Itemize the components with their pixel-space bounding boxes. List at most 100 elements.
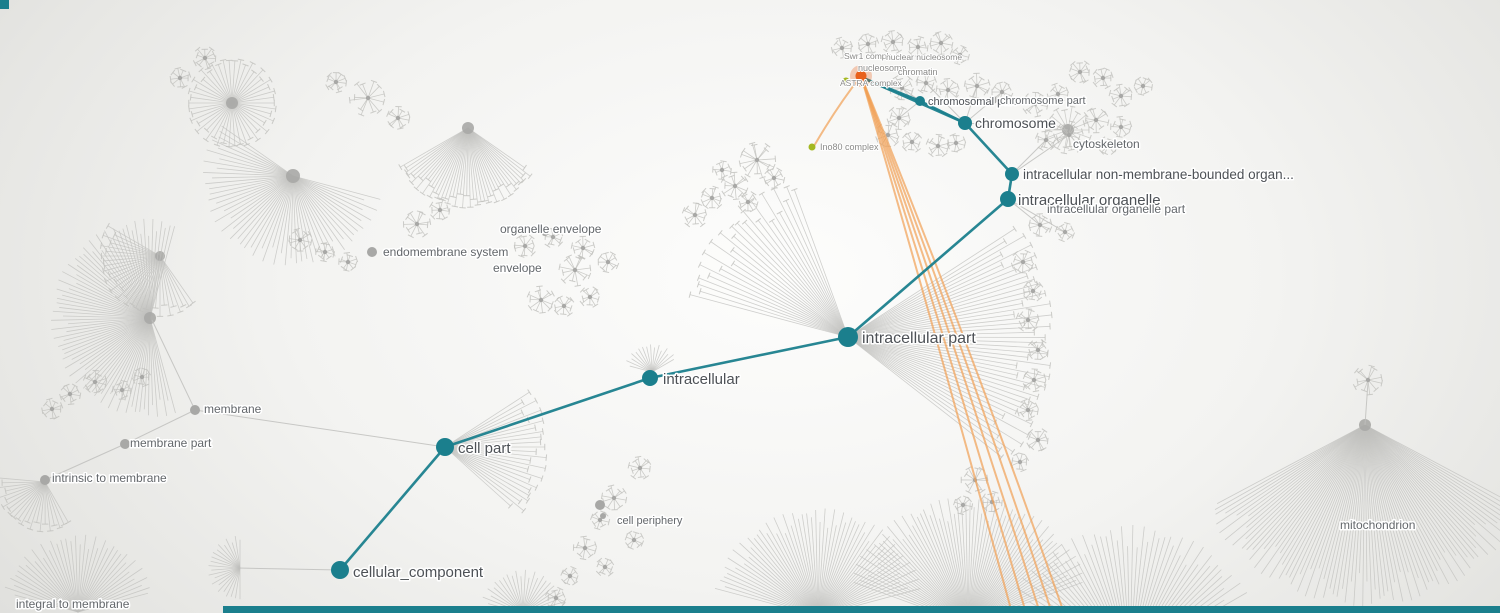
leaf-burst (386, 105, 411, 130)
label-membrane[interactable]: membrane (203, 401, 264, 418)
gray-fan (398, 122, 533, 209)
node-intracellular-non-membrane-bounded-organelle[interactable] (1005, 167, 1019, 181)
term-labels[interactable]: cellular_component cell part intracellular… (15, 50, 1417, 613)
gray-term-node[interactable] (40, 475, 50, 485)
gray-fan (688, 185, 849, 338)
label-nucleosome[interactable]: nucleosome (857, 62, 908, 74)
gray-edges (44, 82, 1369, 571)
gray-term-node[interactable] (600, 513, 606, 519)
leaf-burst (1023, 280, 1044, 302)
leaf-burst (738, 141, 777, 179)
leaf-burst (1022, 91, 1049, 118)
gray-fan-clusters (0, 58, 1500, 613)
label-endomembrane-system[interactable]: endomembrane system (382, 244, 510, 261)
teal-term-nodes[interactable] (331, 65, 1019, 579)
label-chromatin[interactable]: chromatin (897, 66, 939, 78)
highlighted-orange-edges (813, 75, 1065, 613)
leaf-burst (112, 379, 132, 400)
node-chromosome[interactable] (958, 116, 972, 130)
node-cell-part[interactable] (436, 438, 454, 456)
footer-bar (223, 606, 1500, 613)
label-astra-complex[interactable]: ASTRA complex (839, 77, 904, 89)
gray-term-node[interactable] (190, 405, 200, 415)
leaf-burst (558, 254, 592, 287)
gray-term-node[interactable] (595, 500, 605, 510)
node-chromosomal-part[interactable] (915, 96, 925, 106)
leaf-burst (1068, 60, 1090, 84)
node-astra-complex-node[interactable] (842, 77, 850, 85)
leaf-burst (1082, 107, 1110, 134)
leaf-burst (737, 191, 759, 213)
leaf-burst (963, 72, 991, 99)
leaf-burst (681, 202, 708, 228)
leaf-burst (315, 242, 336, 263)
leaf-burst (925, 133, 950, 158)
leaf-burst (1092, 67, 1114, 90)
label-cell-part[interactable]: cell part (457, 439, 513, 459)
leaf-burst (590, 510, 611, 531)
leaf-burst (991, 81, 1014, 104)
label-intrinsic-to-membrane[interactable]: intrinsic to membrane (51, 470, 169, 487)
label-intracellular-part[interactable]: intracellular part (861, 329, 978, 349)
node-intracellular-part[interactable] (838, 327, 858, 347)
label-membrane-part[interactable]: membrane part (129, 435, 214, 452)
node-intracellular[interactable] (642, 370, 658, 386)
gray-term-node[interactable] (120, 439, 130, 449)
label-mitochondrion[interactable]: mitochondrion (1339, 517, 1417, 534)
label-chromosomal-part[interactable]: chromosomal part (927, 95, 1018, 110)
highlighted-teal-path (339, 76, 1014, 571)
leaf-burst (915, 72, 937, 94)
label-cellular-component[interactable]: cellular_component (352, 563, 486, 583)
label-integral-to-membrane[interactable]: integral to membrane (15, 596, 132, 613)
gray-fan (1214, 419, 1500, 607)
leaf-burst (59, 383, 82, 406)
leaf-burst (572, 535, 598, 561)
leaf-burst (402, 210, 432, 239)
leaf-burst (1133, 76, 1153, 96)
leaf-burst (169, 67, 192, 89)
label-intracellular-organelle[interactable]: intracellular organelle (1017, 191, 1163, 211)
label-cytoskeleton[interactable]: cytoskeleton (1072, 136, 1142, 153)
leaf-burst (348, 79, 386, 117)
gray-fan (4, 534, 150, 613)
label-chromosome-part[interactable]: chromosome part (999, 94, 1088, 109)
gray-fan (853, 498, 1083, 613)
node-cellular-component[interactable] (331, 561, 349, 579)
gray-fan (626, 344, 675, 373)
gray-term-node[interactable] (541, 228, 549, 236)
label-chromosome[interactable]: chromosome (974, 114, 1058, 133)
gray-term-nodes[interactable] (40, 96, 997, 519)
label-organelle-envelope[interactable]: organelle envelope (499, 221, 604, 238)
leaf-burst (624, 530, 645, 550)
leaf-burst (880, 30, 905, 54)
node-intracellular-organelle[interactable] (1000, 191, 1016, 207)
leaf-burst (597, 251, 620, 274)
leaf-burst (288, 227, 313, 252)
label-intracellular[interactable]: intracellular (662, 370, 742, 390)
label-envelope[interactable]: envelope (492, 260, 544, 277)
gray-fan (51, 218, 176, 417)
leaf-burst (338, 251, 359, 272)
label-cell-periphery[interactable]: cell periphery (616, 514, 685, 529)
label-intracellular-organelle-part[interactable]: intracellular organelle part (1046, 201, 1188, 218)
leaf-burst (132, 367, 152, 388)
leaf-node-bursts (41, 30, 1383, 609)
leaf-burst (600, 484, 628, 511)
gray-term-node[interactable] (989, 96, 997, 104)
label-ino80-complex[interactable]: Ino80 complex (819, 141, 880, 153)
gray-fan (0, 477, 72, 533)
node-selected-term[interactable] (855, 70, 867, 82)
label-swr1-complex[interactable]: Swr1 complex (843, 50, 899, 62)
gray-fan (1015, 525, 1248, 613)
gray-term-node[interactable] (367, 247, 377, 257)
leaf-burst (192, 46, 217, 71)
node-ino80-complex-node[interactable] (808, 143, 816, 151)
label-intracellular-non-membrane-bounded-organelle[interactable]: intracellular non-membrane-bounded organ… (1022, 166, 1296, 184)
leaf-burst (700, 185, 723, 210)
label-nuclear-nucleosome[interactable]: nuclear nucleosome (885, 51, 963, 63)
leaf-burst (1016, 398, 1039, 422)
leaf-burst (429, 198, 451, 221)
leaf-burst (1055, 120, 1084, 149)
